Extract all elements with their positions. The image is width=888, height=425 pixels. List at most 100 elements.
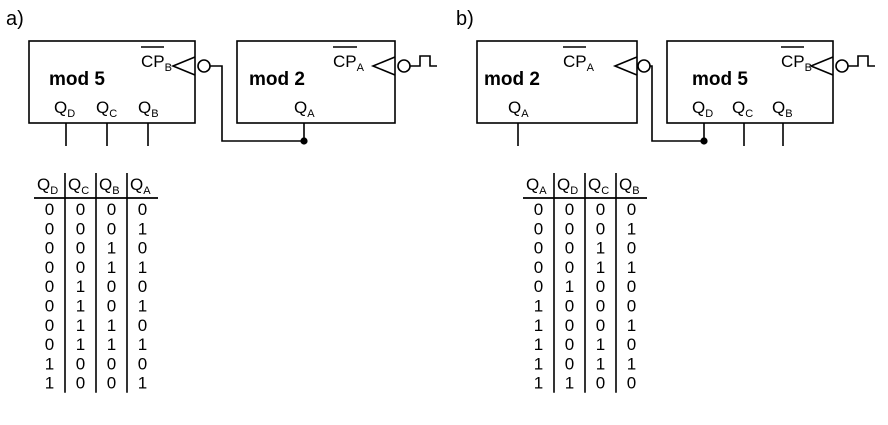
table-a-header-qb: QB (99, 175, 120, 197)
table-b-cell: 0 (565, 354, 574, 373)
table-b-cell: 0 (627, 277, 636, 296)
table-b-cell: 0 (627, 200, 636, 219)
table-a-cell: 0 (107, 374, 116, 393)
a-cpa-bubble (397, 59, 411, 73)
table-b-cell: 1 (627, 219, 636, 238)
panel-a-label: a) (6, 8, 24, 30)
b-clock-pulse-icon (848, 55, 875, 67)
table-b-cell: 0 (565, 258, 574, 277)
a-mod2-block (236, 40, 396, 124)
table-a-cell: 0 (138, 316, 147, 335)
table-a-header-qd: QD (37, 175, 58, 197)
table-b-cell: 1 (534, 316, 543, 335)
table-b-cell: 0 (565, 297, 574, 316)
table-b-cell: 0 (565, 200, 574, 219)
a-cpb-wire (210, 65, 305, 142)
a-right-block-name: mod 2 (249, 69, 305, 90)
table-b-cell: 0 (596, 316, 605, 335)
table-b-cell: 0 (627, 335, 636, 354)
table-a-cell: 0 (45, 200, 54, 219)
table-a-cell: 1 (107, 316, 116, 335)
table-b-header-qb: QB (619, 175, 640, 197)
table-a-cell: 1 (138, 335, 147, 354)
table-a-cell: 0 (76, 200, 85, 219)
table-b-cell: 1 (565, 374, 574, 393)
table-a-cell: 0 (76, 239, 85, 258)
table-a-cell: 0 (107, 297, 116, 316)
a-cpb-bubble (197, 59, 211, 73)
table-a-cell: 1 (138, 258, 147, 277)
a-qd-label: QD (54, 98, 75, 120)
table-a-cell: 0 (107, 219, 116, 238)
a-cpa-label: CPA (333, 52, 365, 74)
table-b-header-qc: QC (588, 175, 609, 197)
table-b-cell: 0 (627, 297, 636, 316)
table-b-cell: 0 (534, 277, 543, 296)
table-a-cell: 0 (107, 200, 116, 219)
table-a-cell: 0 (45, 316, 54, 335)
a-mod5-block (28, 40, 196, 124)
a-left-block-name: mod 5 (49, 69, 105, 90)
table-b-cell: 0 (565, 239, 574, 258)
table-b-cell: 0 (565, 316, 574, 335)
table-a-cell: 0 (138, 354, 147, 373)
table-a-cell: 0 (107, 277, 116, 296)
b-right-block-name: mod 5 (692, 69, 748, 90)
table-a-cell: 0 (45, 258, 54, 277)
table-a-cell: 0 (45, 277, 54, 296)
table-b-cell: 0 (534, 239, 543, 258)
table-a-cell: 0 (45, 335, 54, 354)
table-a-cell: 1 (107, 335, 116, 354)
b-junction-dot (700, 137, 708, 145)
table-a-header-qa: QA (130, 175, 151, 197)
table-b-cell: 0 (596, 219, 605, 238)
table-a-cell: 0 (45, 239, 54, 258)
table-b-cell: 1 (565, 277, 574, 296)
table-b-cell: 1 (534, 297, 543, 316)
table-b-cell: 1 (627, 354, 636, 373)
table-b-cell: 0 (596, 277, 605, 296)
table-a-cell: 0 (76, 219, 85, 238)
table-a-cell: 0 (76, 258, 85, 277)
a-qc-label: QC (96, 98, 117, 120)
table-b-cell: 0 (565, 335, 574, 354)
a-clock-pulse-icon (410, 55, 437, 67)
table-a-cell: 1 (45, 354, 54, 373)
table-a-cell: 1 (76, 277, 85, 296)
table-b-cell: 0 (565, 219, 574, 238)
table-a-cell: 1 (76, 335, 85, 354)
table-a-cell: 1 (76, 297, 85, 316)
table-b-cell: 0 (596, 297, 605, 316)
b-qc-label: QC (732, 98, 753, 120)
table-b-cell: 0 (534, 200, 543, 219)
panel-b-label: b) (456, 8, 474, 30)
a-cpb-label: CPB (141, 52, 172, 74)
table-b-cell: 0 (596, 374, 605, 393)
b-cpb-triangle (808, 56, 834, 76)
table-b-cell: 1 (596, 239, 605, 258)
table-b-cell: 1 (596, 335, 605, 354)
table-a-cell: 1 (138, 219, 147, 238)
table-a-cell: 1 (45, 374, 54, 393)
a-qa-label: QA (294, 98, 315, 120)
table-b-header-qa: QA (526, 175, 547, 197)
table-a-cell: 1 (138, 297, 147, 316)
table-b-cell: 1 (534, 354, 543, 373)
table-b-cell: 0 (627, 374, 636, 393)
table-b-cell: 0 (596, 200, 605, 219)
table-a-cell: 0 (45, 297, 54, 316)
table-b-cell: 0 (627, 239, 636, 258)
table-a-cell: 1 (76, 316, 85, 335)
b-left-block-name: mod 2 (484, 69, 540, 90)
table-a-header-qc: QC (68, 175, 89, 197)
table-b-cell: 1 (627, 316, 636, 335)
table-b-cell: 0 (534, 258, 543, 277)
table-a-cell: 0 (76, 374, 85, 393)
table-b-cell: 1 (596, 354, 605, 373)
b-cpb-label: CPB (781, 52, 812, 74)
b-cpa-wire (650, 65, 705, 142)
b-qd-label: QD (692, 98, 713, 120)
